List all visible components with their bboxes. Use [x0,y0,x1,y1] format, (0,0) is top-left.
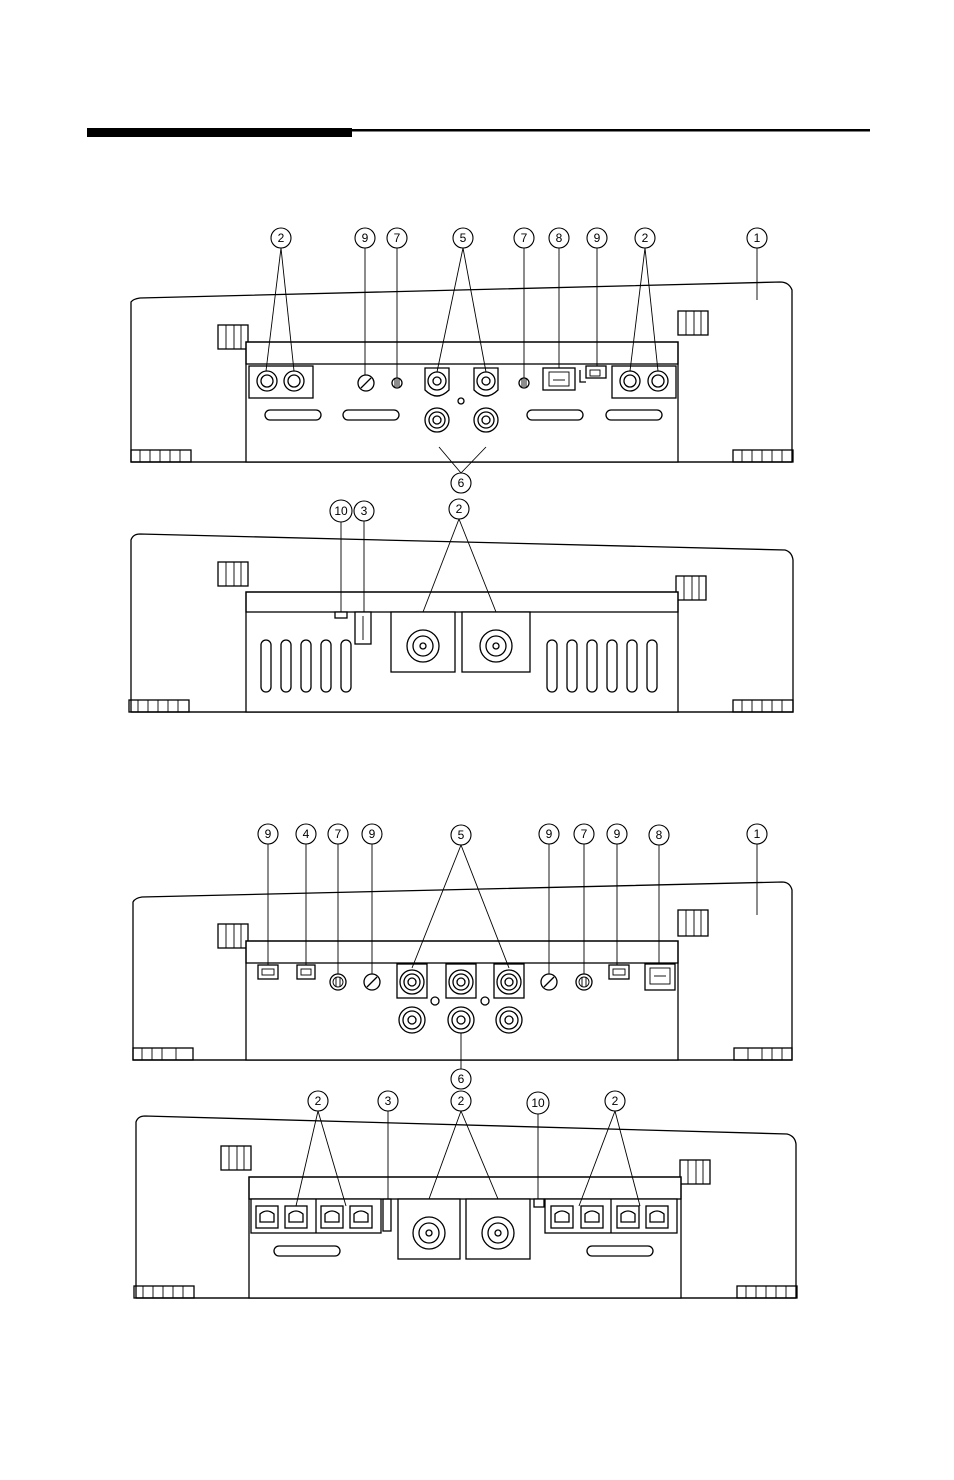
callout-2: 2 [271,228,291,248]
callout-8: 8 [549,228,569,248]
speaker-terminal-right [612,366,676,398]
callout-5: 5 [453,228,473,248]
figure-amp-a-front: 2 9 7 5 7 8 9 2 1 6 [131,228,793,493]
mounting-clip-right [678,910,708,936]
rear-panel [249,1177,681,1298]
svg-text:2: 2 [458,1094,465,1108]
svg-text:2: 2 [315,1094,322,1108]
header-rule [87,128,870,137]
callout-2: 2 [605,1091,625,1111]
mounting-clip-left [218,562,248,586]
callout-7: 7 [328,824,348,844]
svg-text:8: 8 [656,828,663,842]
callout-10: 10 [330,500,352,522]
callout-7: 7 [574,824,594,844]
svg-text:3: 3 [385,1094,392,1108]
svg-text:10: 10 [334,504,348,518]
svg-text:7: 7 [335,827,342,841]
power-led-icon [335,612,347,618]
fuse-icon [355,612,371,644]
callout-2: 2 [449,499,469,519]
svg-text:6: 6 [458,476,465,490]
power-terminal-right [466,1199,530,1259]
mounting-clip-left [218,325,248,349]
mounting-clip-right [680,1160,710,1184]
mounting-foot-left [134,1286,194,1298]
figure-amp-a-rear: 10 3 2 [129,499,793,712]
header-rule-thick-bar [87,128,352,137]
svg-text:9: 9 [594,231,601,245]
power-terminal-right [462,612,530,672]
power-terminal-left [391,612,455,672]
callout-2: 2 [635,228,655,248]
figure-amp-b-rear: 2 3 2 10 2 [134,1091,797,1298]
svg-text:10: 10 [531,1096,545,1110]
mounting-foot-right [734,1048,792,1060]
svg-text:7: 7 [394,231,401,245]
svg-text:9: 9 [369,827,376,841]
power-led-icon [534,1199,544,1207]
callout-9: 9 [362,824,382,844]
callout-1: 1 [747,824,767,844]
callout-6: 6 [451,1069,471,1089]
callout-9: 9 [539,824,559,844]
callout-2: 2 [451,1091,471,1111]
front-panel [246,941,678,1060]
callout-2: 2 [308,1091,328,1111]
callout-5: 5 [451,825,471,845]
svg-text:3: 3 [361,504,368,518]
svg-text:6: 6 [458,1072,465,1086]
svg-text:7: 7 [581,827,588,841]
callout-1: 1 [747,228,767,248]
mounting-foot-left [129,700,189,712]
svg-text:9: 9 [546,827,553,841]
front-panel [246,342,678,462]
callout-9: 9 [258,824,278,844]
callout-9: 9 [355,228,375,248]
svg-text:5: 5 [460,231,467,245]
speaker-terminals-left [251,1199,381,1233]
callout-7: 7 [514,228,534,248]
power-terminal-left [398,1199,460,1259]
svg-text:9: 9 [362,231,369,245]
speaker-terminals-right [545,1199,677,1233]
svg-text:1: 1 [754,827,761,841]
mounting-clip-left [218,924,248,948]
callout-6: 6 [451,473,471,493]
mounting-foot-right [733,700,793,712]
svg-text:4: 4 [303,827,310,841]
callout-9: 9 [607,824,627,844]
callout-9: 9 [587,228,607,248]
svg-text:2: 2 [612,1094,619,1108]
svg-text:2: 2 [456,502,463,516]
callout-3: 3 [354,501,374,521]
mounting-clip-left [221,1146,251,1170]
header-rule-thin-line [352,129,870,132]
svg-text:7: 7 [521,231,528,245]
mounting-foot-left [133,1048,193,1060]
svg-text:8: 8 [556,231,563,245]
svg-text:9: 9 [614,827,621,841]
mounting-clip-right [678,311,708,335]
callout-10: 10 [527,1092,549,1114]
speaker-terminal-left [249,366,313,398]
figure-amp-b-front: 9 4 7 9 5 9 7 9 8 1 6 [133,824,792,1089]
callout-7: 7 [387,228,407,248]
callout-8: 8 [649,825,669,845]
mounting-clip-right [676,576,706,600]
svg-text:2: 2 [642,231,649,245]
svg-text:2: 2 [278,231,285,245]
mounting-foot-left [131,450,191,462]
callout-3: 3 [378,1091,398,1111]
svg-text:5: 5 [458,828,465,842]
mounting-foot-right [733,450,793,462]
svg-text:1: 1 [754,231,761,245]
mounting-foot-right [737,1286,797,1298]
callout-4: 4 [296,824,316,844]
svg-text:9: 9 [265,827,272,841]
